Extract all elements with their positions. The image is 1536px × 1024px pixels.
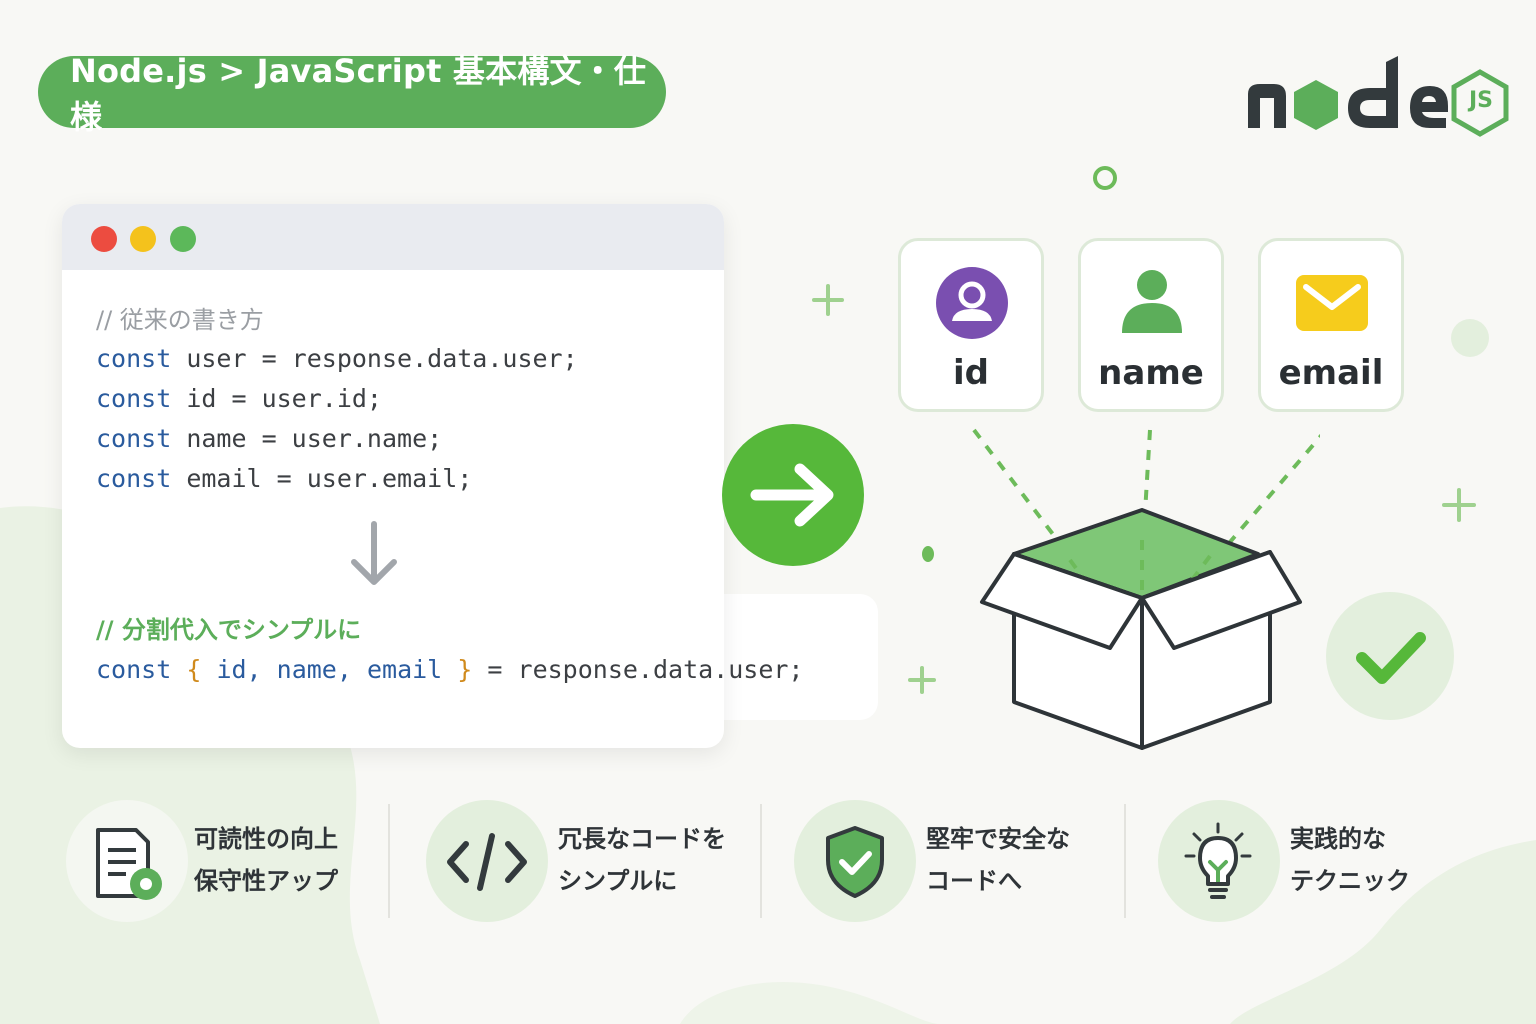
comment-old: // 従来の書き方 bbox=[96, 306, 264, 334]
arrow-right-icon bbox=[722, 424, 864, 566]
card-label: id bbox=[953, 353, 989, 393]
maximize-dot bbox=[170, 226, 196, 252]
code-vars: id, name, email bbox=[216, 655, 443, 684]
code-keyword: const bbox=[96, 344, 172, 373]
arrow-down-icon bbox=[351, 521, 397, 585]
feature-4: 実践的な テクニック bbox=[1290, 818, 1410, 902]
feature-line: シンプルに bbox=[558, 867, 678, 895]
divider bbox=[388, 804, 390, 918]
breadcrumb-text: Node.js > JavaScript 基本構文・仕様 bbox=[70, 52, 647, 136]
feature-1: 可読性の向上 保守性アップ bbox=[194, 818, 338, 902]
nodejs-logo-icon bbox=[1248, 56, 1509, 137]
code-text: email = user.email; bbox=[171, 464, 473, 493]
feature-line: 可読性の向上 bbox=[194, 825, 338, 853]
close-dot bbox=[91, 226, 117, 252]
code-window-titlebar bbox=[62, 204, 724, 270]
card-label: email bbox=[1278, 353, 1384, 393]
code-brace-close: } bbox=[457, 655, 473, 684]
card-name: name bbox=[1078, 238, 1224, 412]
nodejs-logo-badge-text: JS bbox=[1468, 88, 1494, 113]
code-line: const email = user.email; bbox=[96, 464, 472, 493]
feature-line: 堅牢で安全な bbox=[926, 825, 1070, 853]
code-keyword: const bbox=[96, 424, 172, 453]
check-circle-icon bbox=[1326, 592, 1454, 720]
feature-line: 冗長なコードを bbox=[558, 825, 726, 853]
code-keyword: const bbox=[96, 384, 172, 413]
comment-new: // 分割代入でシンプルに bbox=[96, 616, 362, 644]
mail-icon bbox=[1296, 275, 1368, 331]
feature-line: コードへ bbox=[926, 867, 1022, 895]
code-text: = response.data.user; bbox=[472, 655, 804, 684]
feature-line: 実践的な bbox=[1290, 825, 1386, 853]
open-box-icon bbox=[972, 428, 1320, 750]
user-circle-icon bbox=[936, 267, 1008, 339]
code-window: // 従来の書き方 const user = response.data.use… bbox=[62, 204, 724, 748]
lightbulb-icon bbox=[1184, 822, 1252, 899]
feature-line: 保守性アップ bbox=[194, 867, 338, 895]
feature-line: テクニック bbox=[1290, 867, 1410, 895]
divider bbox=[1124, 804, 1126, 918]
code-line: const id = user.id; bbox=[96, 384, 382, 413]
code-line: const user = response.data.user; bbox=[96, 344, 578, 373]
code-text: id = user.id; bbox=[171, 384, 382, 413]
code-line: const name = user.name; bbox=[96, 424, 442, 453]
breadcrumb[interactable]: Node.js > JavaScript 基本構文・仕様 bbox=[38, 52, 666, 136]
code-text: user = response.data.user; bbox=[171, 344, 578, 373]
card-label: name bbox=[1098, 353, 1204, 393]
code-brace-open: { bbox=[186, 655, 202, 684]
code-text: name = user.name; bbox=[171, 424, 443, 453]
nodejs-logo: node JS bbox=[1240, 56, 1520, 146]
card-id: id bbox=[898, 238, 1044, 412]
card-email: email bbox=[1258, 238, 1404, 412]
code-keyword: const bbox=[96, 655, 172, 684]
divider bbox=[760, 804, 762, 918]
feature-3: 堅牢で安全な コードへ bbox=[926, 818, 1070, 902]
document-gear-icon bbox=[96, 828, 162, 900]
minimize-dot bbox=[130, 226, 156, 252]
person-icon bbox=[1122, 270, 1182, 333]
code-icon bbox=[447, 833, 527, 891]
code-keyword: const bbox=[96, 464, 172, 493]
shield-check-icon bbox=[826, 826, 884, 898]
code-line-destructuring: const { id, name, email } = response.dat… bbox=[96, 655, 804, 684]
feature-2: 冗長なコードを シンプルに bbox=[558, 818, 726, 902]
